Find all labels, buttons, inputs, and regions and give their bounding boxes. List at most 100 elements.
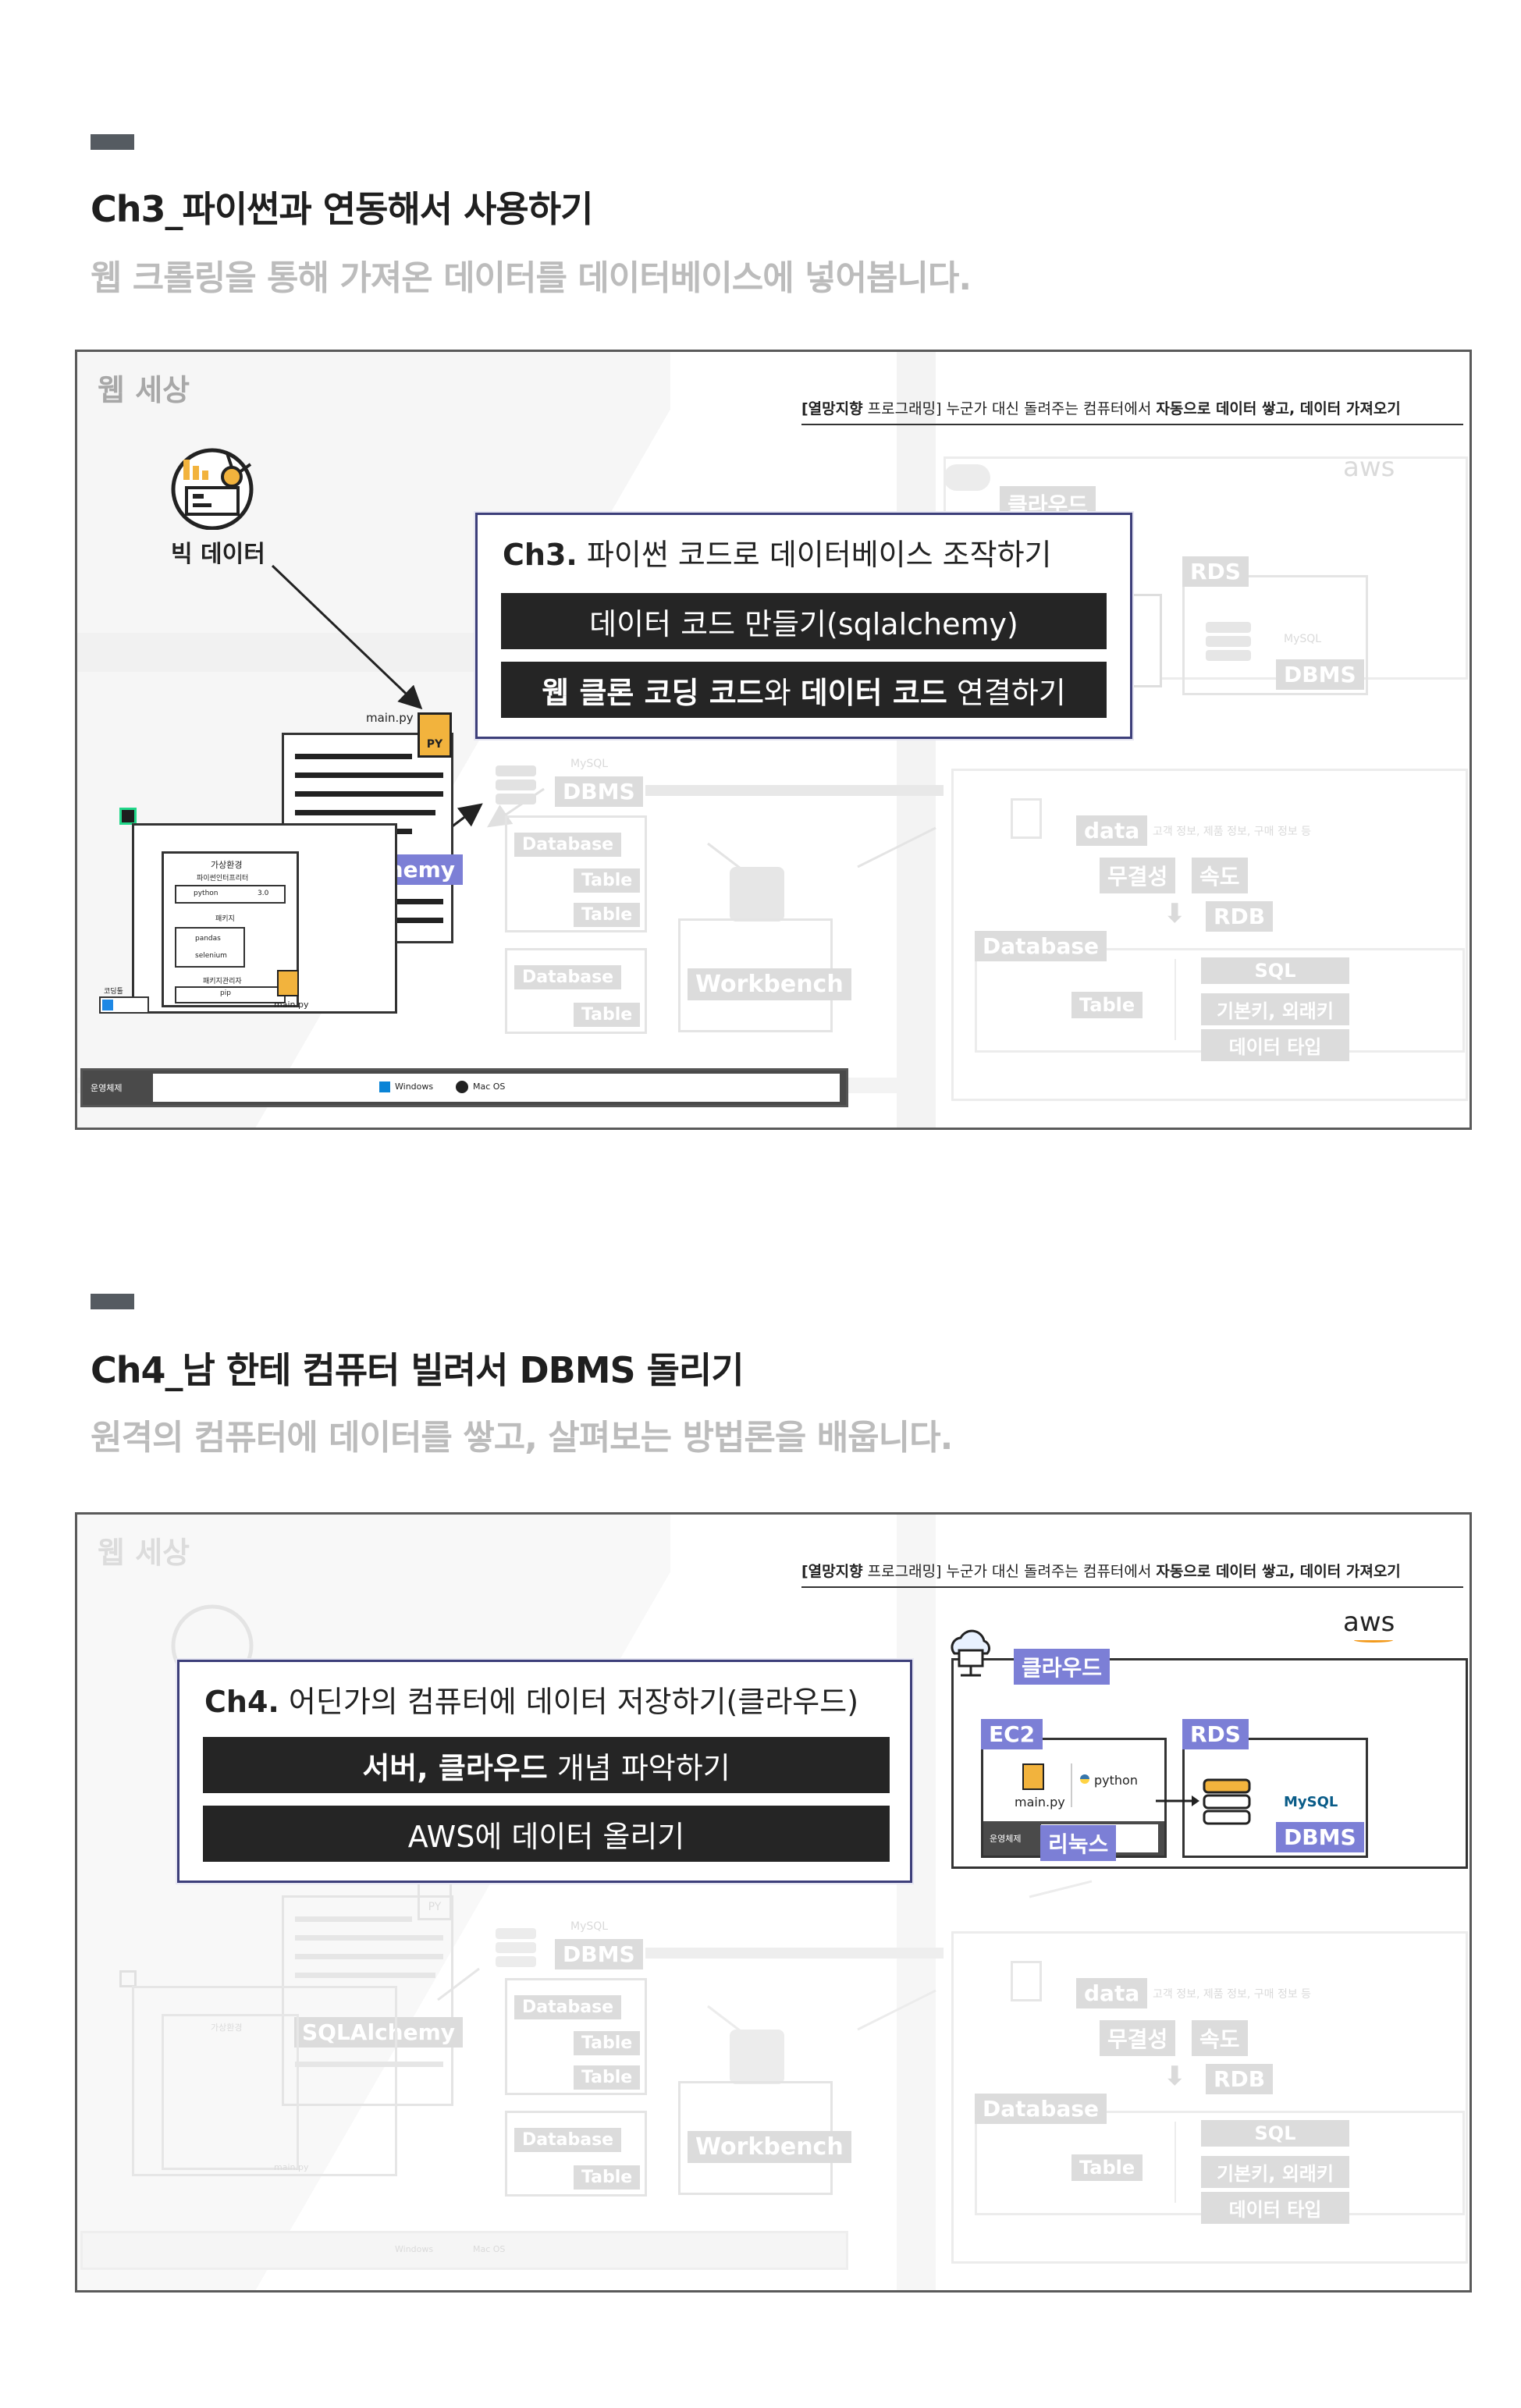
dbms-tag: DBMS	[1276, 659, 1364, 690]
cloud-tag: 클라우드	[1014, 1649, 1111, 1685]
workbench-icon	[730, 867, 784, 922]
ch3-subtitle: 웹 크롤링을 통해 가져온 데이터를 데이터베이스에 넣어봅니다.	[91, 258, 972, 298]
ch4-callout-title: Ch4. 어딘가의 컴퓨터에 데이터 저장하기(클라우드)	[204, 1685, 859, 1719]
database-tag: Database	[975, 931, 1107, 961]
bigdata-label: 빅 데이터	[171, 541, 265, 568]
dbms-tag: DBMS	[1276, 1822, 1364, 1852]
sqlalchemy-tag: SQLAlchemy	[294, 2017, 464, 2048]
table-tag: Table	[574, 2165, 641, 2190]
database-box	[505, 948, 647, 1034]
table-tag: Table	[574, 868, 641, 893]
data-concept-box	[951, 1931, 1468, 2264]
mainpy-label: main.py	[366, 711, 414, 725]
database-box	[505, 2111, 647, 2197]
table-tag: Table	[574, 1003, 641, 1027]
data-tag: data	[1076, 1978, 1148, 2008]
sql-tag: SQL	[1201, 957, 1349, 984]
integrity-tag: 무결성	[1100, 858, 1176, 893]
pycharm-icon	[119, 808, 137, 825]
workbench-tag: Workbench	[688, 968, 851, 1000]
header-caption: [열망지향 프로그래밍] 누군가 대신 돌려주는 컴퓨터에서 자동으로 데이터 …	[801, 1563, 1401, 1580]
database-tag: Database	[514, 1995, 622, 2019]
rds-tag: RDS	[1182, 1719, 1249, 1749]
aws-logo: aws	[1343, 1607, 1395, 1638]
table-tag: Table	[574, 2031, 641, 2055]
data-desc: 고객 정보, 제품 정보, 구매 정보 등	[1153, 826, 1312, 838]
table-tag: Table	[574, 903, 641, 927]
section-marker	[91, 134, 134, 150]
bg-diagonal	[77, 1515, 670, 2290]
venv-box: 가상환경 파이썬인터프리터 python 3.0 패키지 pandas sele…	[162, 851, 299, 1007]
os-bar: Windows Mac OS	[80, 2231, 848, 2270]
datatype-tag: 데이터 타입	[1201, 1029, 1349, 1061]
rds-box	[1182, 575, 1368, 695]
aws-logo: aws	[1343, 452, 1395, 483]
vscode-icon	[99, 996, 149, 1014]
dbms-tag: DBMS	[555, 776, 643, 807]
divider	[1175, 959, 1176, 1040]
ec2-tag: EC2	[981, 1719, 1043, 1749]
ch4-title: Ch4_남 한테 컴퓨터 빌려서 DBMS 돌리기	[91, 1349, 745, 1391]
mainpy-code-box	[282, 1895, 453, 2106]
integrity-tag: 무결성	[1100, 2020, 1176, 2056]
ch4-subtitle: 원격의 컴퓨터에 데이터를 쌓고, 살펴보는 방법론을 배웁니다.	[91, 1418, 953, 1458]
table-tag: Table	[1071, 2154, 1143, 2181]
cloud-server-icon	[951, 1629, 991, 1677]
dbms-server-icon	[496, 765, 536, 804]
rdb-tag: RDB	[1206, 2064, 1274, 2094]
data-doc-icon	[1011, 1961, 1042, 2001]
ch4-callout-bar-2: AWS에 데이터 올리기	[203, 1806, 890, 1862]
bg-band	[897, 352, 936, 1128]
ch3-callout: Ch3. 파이썬 코드로 데이터베이스 조작하기 데이터 코드 만들기(sqla…	[475, 513, 1132, 739]
datatype-tag: 데이터 타입	[1201, 2192, 1349, 2224]
section-marker	[91, 1294, 134, 1309]
header-caption: [열망지향 프로그래밍] 누군가 대신 돌려주는 컴퓨터에서 자동으로 데이터 …	[801, 400, 1401, 417]
ch4-callout-bar-1: 서버, 클라우드 개념 파악하기	[203, 1737, 890, 1793]
divider	[1175, 2122, 1176, 2203]
dbms-server-icon	[496, 1928, 536, 1967]
bigdata-icon	[171, 448, 254, 530]
data-desc: 고객 정보, 제품 정보, 구매 정보 등	[1153, 1988, 1312, 2001]
data-concept-box	[951, 769, 1468, 1101]
bg-band	[897, 1515, 936, 2290]
database-tag: Database	[514, 965, 622, 989]
keys-tag: 기본키, 외래키	[1201, 2156, 1349, 2188]
table-tag: Table	[574, 2065, 641, 2090]
header-rule	[801, 424, 1463, 425]
arrow-ec2-to-rds	[1156, 1795, 1199, 1806]
ch3-title: Ch3_파이썬과 연동해서 사용하기	[91, 188, 593, 230]
database-tag: Database	[514, 2128, 622, 2152]
rds-server-icon	[1203, 1778, 1251, 1825]
py-file-icon: PY	[418, 712, 452, 758]
down-arrow-icon: ⬇	[1164, 2061, 1186, 2092]
speed-tag: 속도	[1192, 2020, 1248, 2056]
ch3-callout-title: Ch3. 파이썬 코드로 데이터베이스 조작하기	[503, 538, 1052, 572]
ch3-callout-bar-1: 데이터 코드 만들기(sqlalchemy)	[501, 593, 1107, 649]
pycharm-icon	[119, 1970, 137, 1987]
small-py-icon	[277, 970, 299, 996]
cloud-icon	[944, 464, 990, 491]
data-tag: data	[1076, 815, 1148, 846]
table-tag: Table	[1071, 992, 1143, 1018]
header-rule	[801, 1586, 1463, 1588]
venv-box: 가상환경	[162, 2014, 299, 2170]
data-doc-icon	[1011, 798, 1042, 839]
mysql-logo: MySQL	[570, 758, 609, 770]
mainpy-small-label: main.py	[274, 1000, 309, 1010]
mainpy-small-label: main.py	[274, 2162, 309, 2172]
corner-label: 웹 세상	[98, 1536, 190, 1570]
database-box	[505, 815, 647, 932]
corner-label: 웹 세상	[98, 373, 190, 407]
down-arrow-icon: ⬇	[1164, 898, 1186, 929]
ch4-diagram: 웹 세상 [열망지향 프로그래밍] 누군가 대신 돌려주는 컴퓨터에서 자동으로…	[75, 1512, 1472, 2293]
database-tag: Database	[975, 2094, 1107, 2124]
rds-tag: RDS	[1182, 556, 1249, 587]
ide-window	[132, 1986, 397, 2176]
database-tag: Database	[514, 833, 622, 857]
aws-smile-icon	[1354, 1638, 1393, 1643]
rdb-tag: RDB	[1206, 901, 1274, 932]
linux-tag: 리눅스	[1040, 1825, 1117, 1861]
vscode-label: 코딩툴	[104, 988, 123, 996]
mysql-logo: MySQL	[1284, 1794, 1338, 1810]
